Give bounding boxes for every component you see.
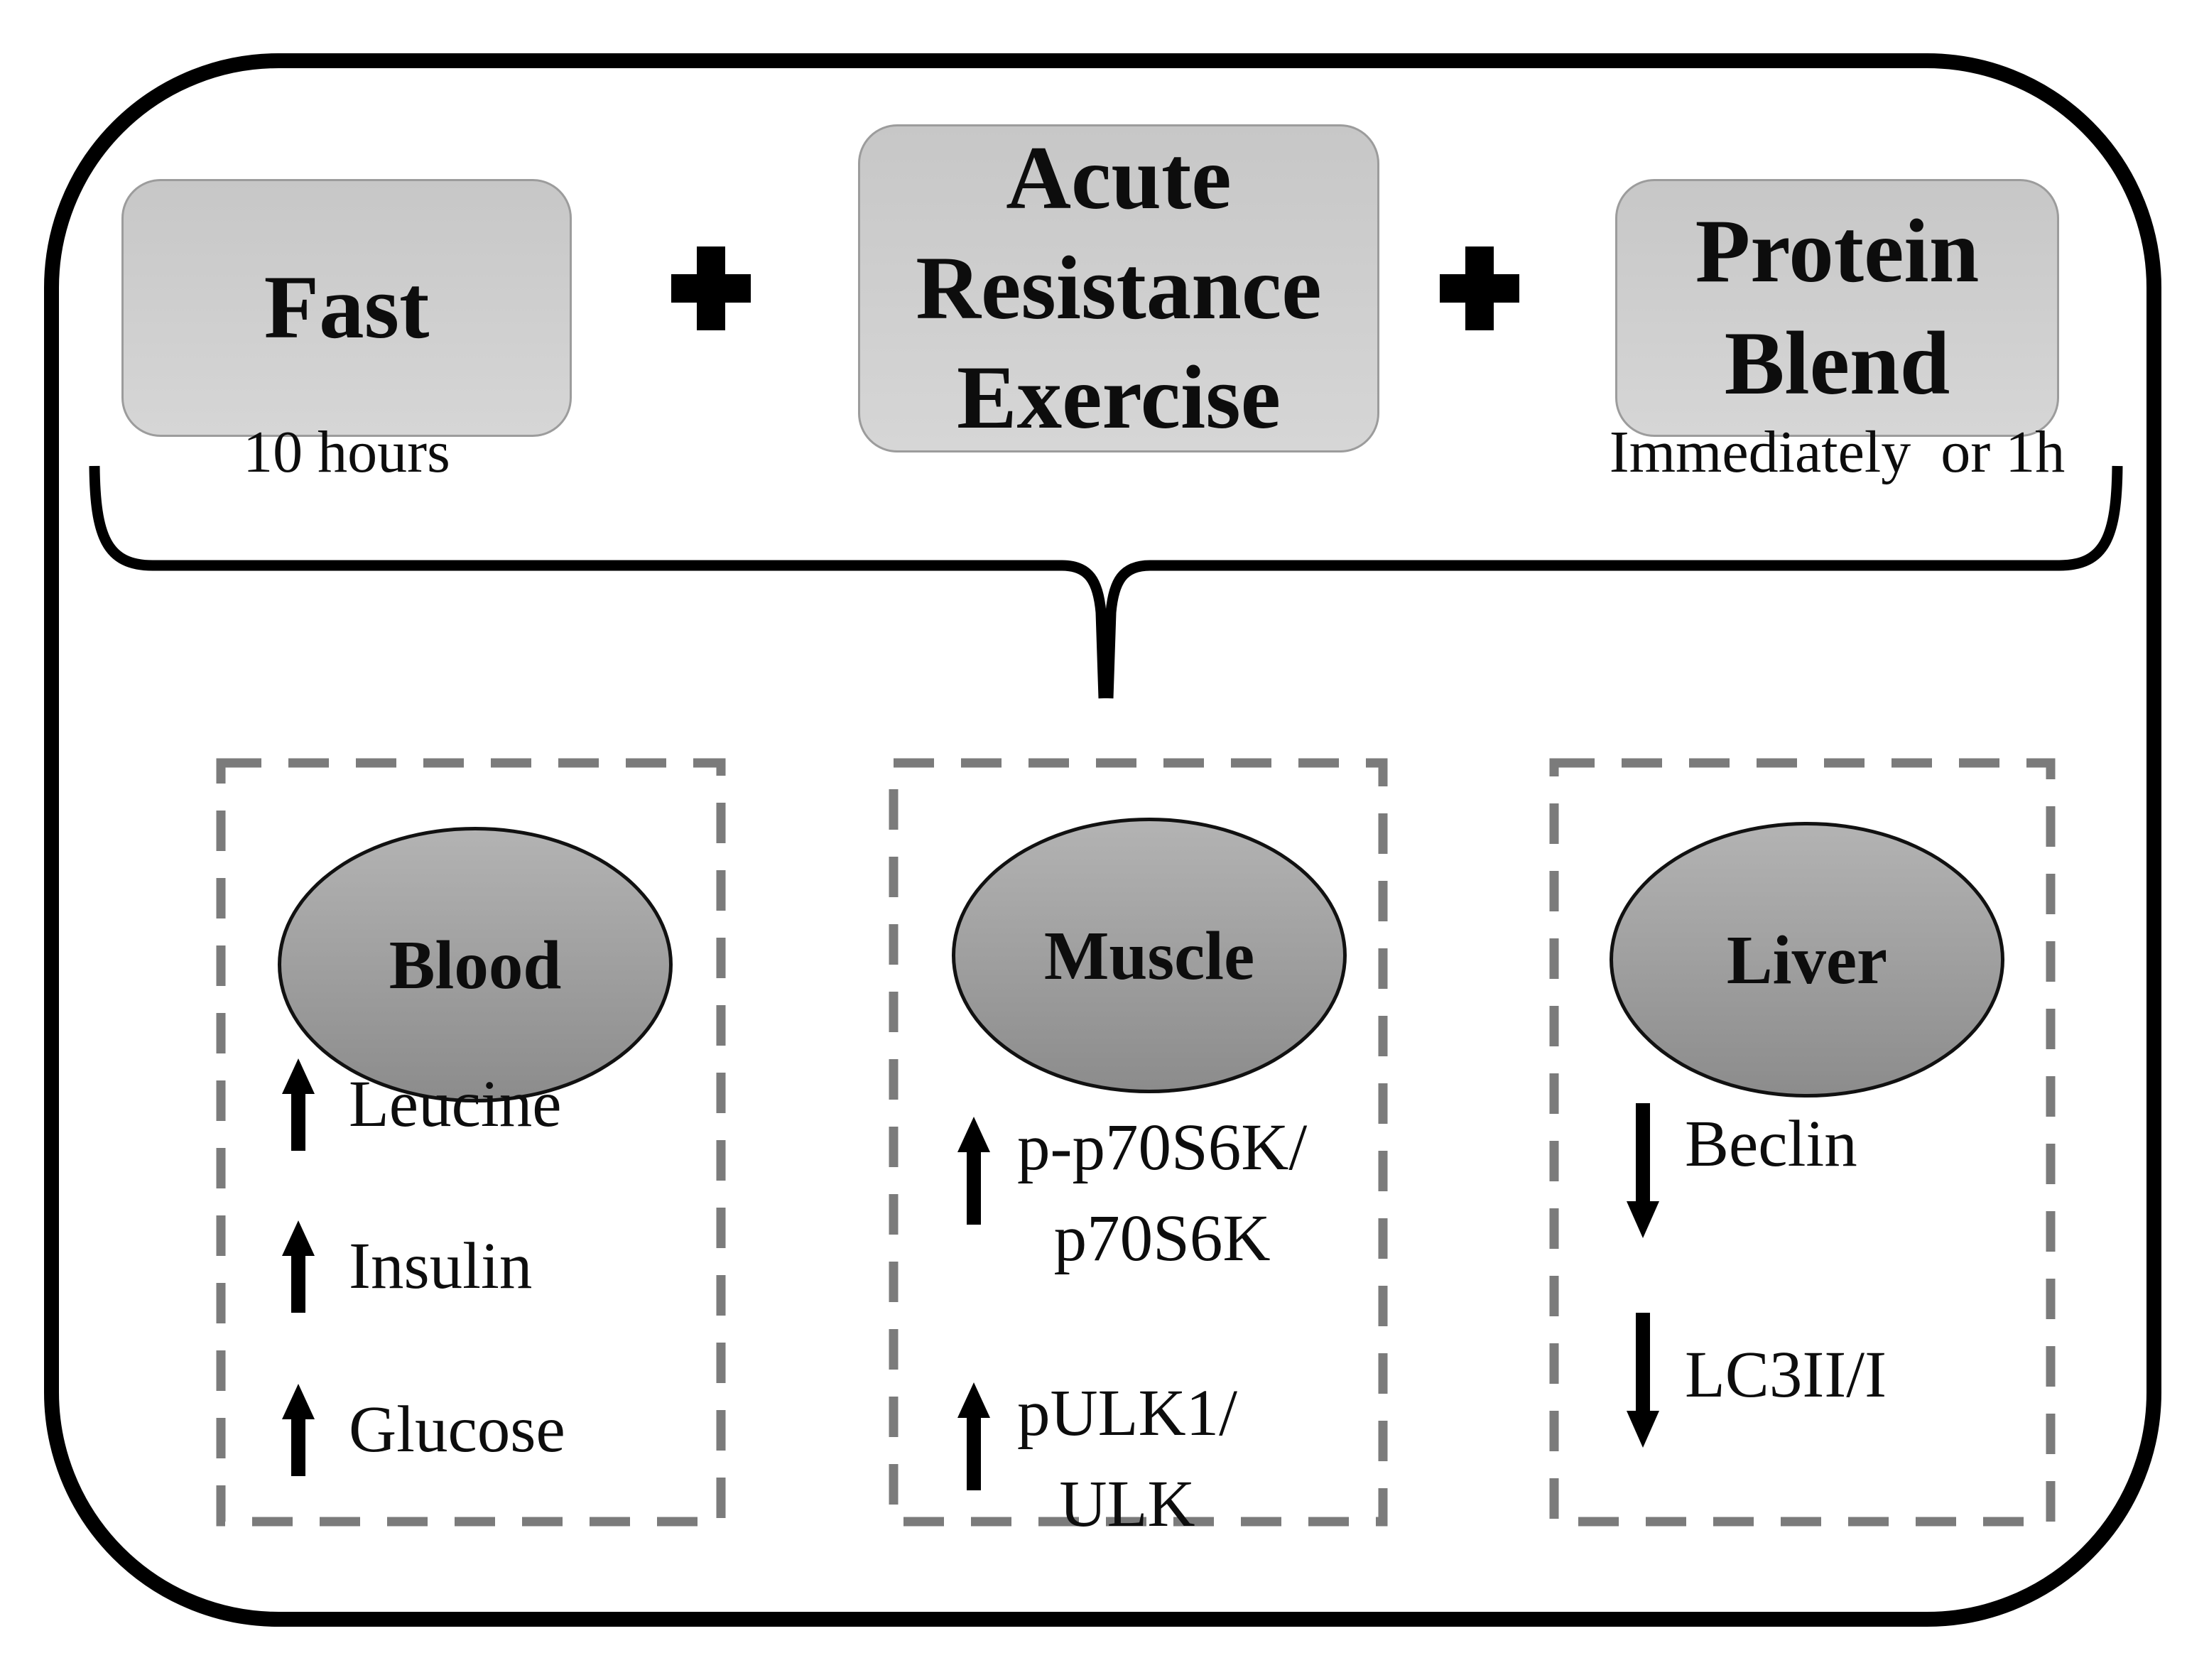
down-arrow-icon: [1627, 1103, 1659, 1238]
exercise-label-line: Acute: [1006, 128, 1232, 228]
up-arrow-icon: [282, 1058, 315, 1151]
liver-panel-dashed-border: [1549, 758, 2056, 1527]
blood-item-glucose: Glucose: [282, 1384, 565, 1476]
item-label: Glucose: [349, 1392, 565, 1466]
arrow-shaft: [967, 1148, 981, 1225]
plus-horizontal-bar: [671, 274, 751, 303]
blood-item-insulin: Insulin: [282, 1220, 532, 1313]
muscle-title: Muscle: [1043, 917, 1255, 994]
plus-icon: [671, 246, 751, 330]
liver-item-lc3: LC3II/I: [1627, 1313, 1887, 1448]
exercise-label-line: Exercise: [956, 348, 1281, 448]
blood-panel-dashed-border: [216, 758, 726, 1527]
blood-title: Blood: [389, 926, 562, 1003]
up-arrow-icon: [282, 1384, 315, 1476]
protein-label-line: Protein: [1695, 202, 1980, 302]
liver-item-beclin: Beclin: [1627, 1103, 1857, 1238]
exercise-label-line: Resistance: [916, 238, 1322, 338]
muscle-item-pulk1: pULK1/ULK: [957, 1377, 1237, 1541]
item-label: Insulin: [349, 1229, 533, 1303]
muscle-item-p70s6k: p-p70S6K/p70S6K: [957, 1111, 1307, 1275]
arrow-shaft: [291, 1090, 305, 1151]
item-label-line: ULK: [1059, 1468, 1195, 1541]
arrow-shaft: [291, 1415, 305, 1476]
up-arrow-icon: [957, 1382, 990, 1490]
blood-ellipse: Blood: [278, 827, 673, 1102]
item-label-line: p-p70S6K/: [1017, 1111, 1308, 1184]
up-arrow-icon: [282, 1220, 315, 1313]
muscle-panel-dashed-border: [889, 758, 1388, 1527]
outer-rounded-frame: [44, 53, 2161, 1627]
liver-ellipse: Liver: [1610, 822, 2004, 1098]
liver-title: Liver: [1726, 921, 1888, 998]
protein-blend-box: Protein Blend: [1615, 179, 2059, 437]
arrow-shaft: [1636, 1313, 1650, 1415]
item-label: pULK1/ULK: [1017, 1368, 1237, 1551]
fast-box: Fast: [121, 179, 572, 437]
arrow-shaft: [291, 1252, 305, 1313]
fast-label: Fast: [264, 258, 430, 358]
item-label: Beclin: [1685, 1107, 1857, 1181]
protein-label-line: Blend: [1724, 313, 1950, 413]
item-label-line: p70S6K: [1053, 1202, 1271, 1276]
item-label-line: pULK1/: [1017, 1377, 1237, 1450]
item-label: Leucine: [349, 1067, 562, 1141]
brace-left-half: [89, 465, 1109, 699]
fast-duration-label: 10 hours: [243, 419, 450, 485]
arrow-shaft: [1636, 1103, 1650, 1205]
plus-icon: [1440, 246, 1519, 330]
arrow-shaft: [967, 1414, 981, 1490]
item-label: LC3II/I: [1685, 1338, 1887, 1411]
brace-right-half: [1102, 465, 2123, 699]
acute-resistance-exercise-box: Acute Resistance Exercise: [858, 124, 1379, 452]
muscle-ellipse: Muscle: [952, 818, 1347, 1093]
item-label: p-p70S6K/p70S6K: [1017, 1102, 1307, 1285]
plus-horizontal-bar: [1440, 274, 1519, 303]
blood-item-leucine: Leucine: [282, 1058, 561, 1151]
protein-timing-label: Immediately or 1h: [1609, 419, 2066, 485]
up-arrow-icon: [957, 1117, 990, 1225]
down-arrow-icon: [1627, 1313, 1659, 1448]
